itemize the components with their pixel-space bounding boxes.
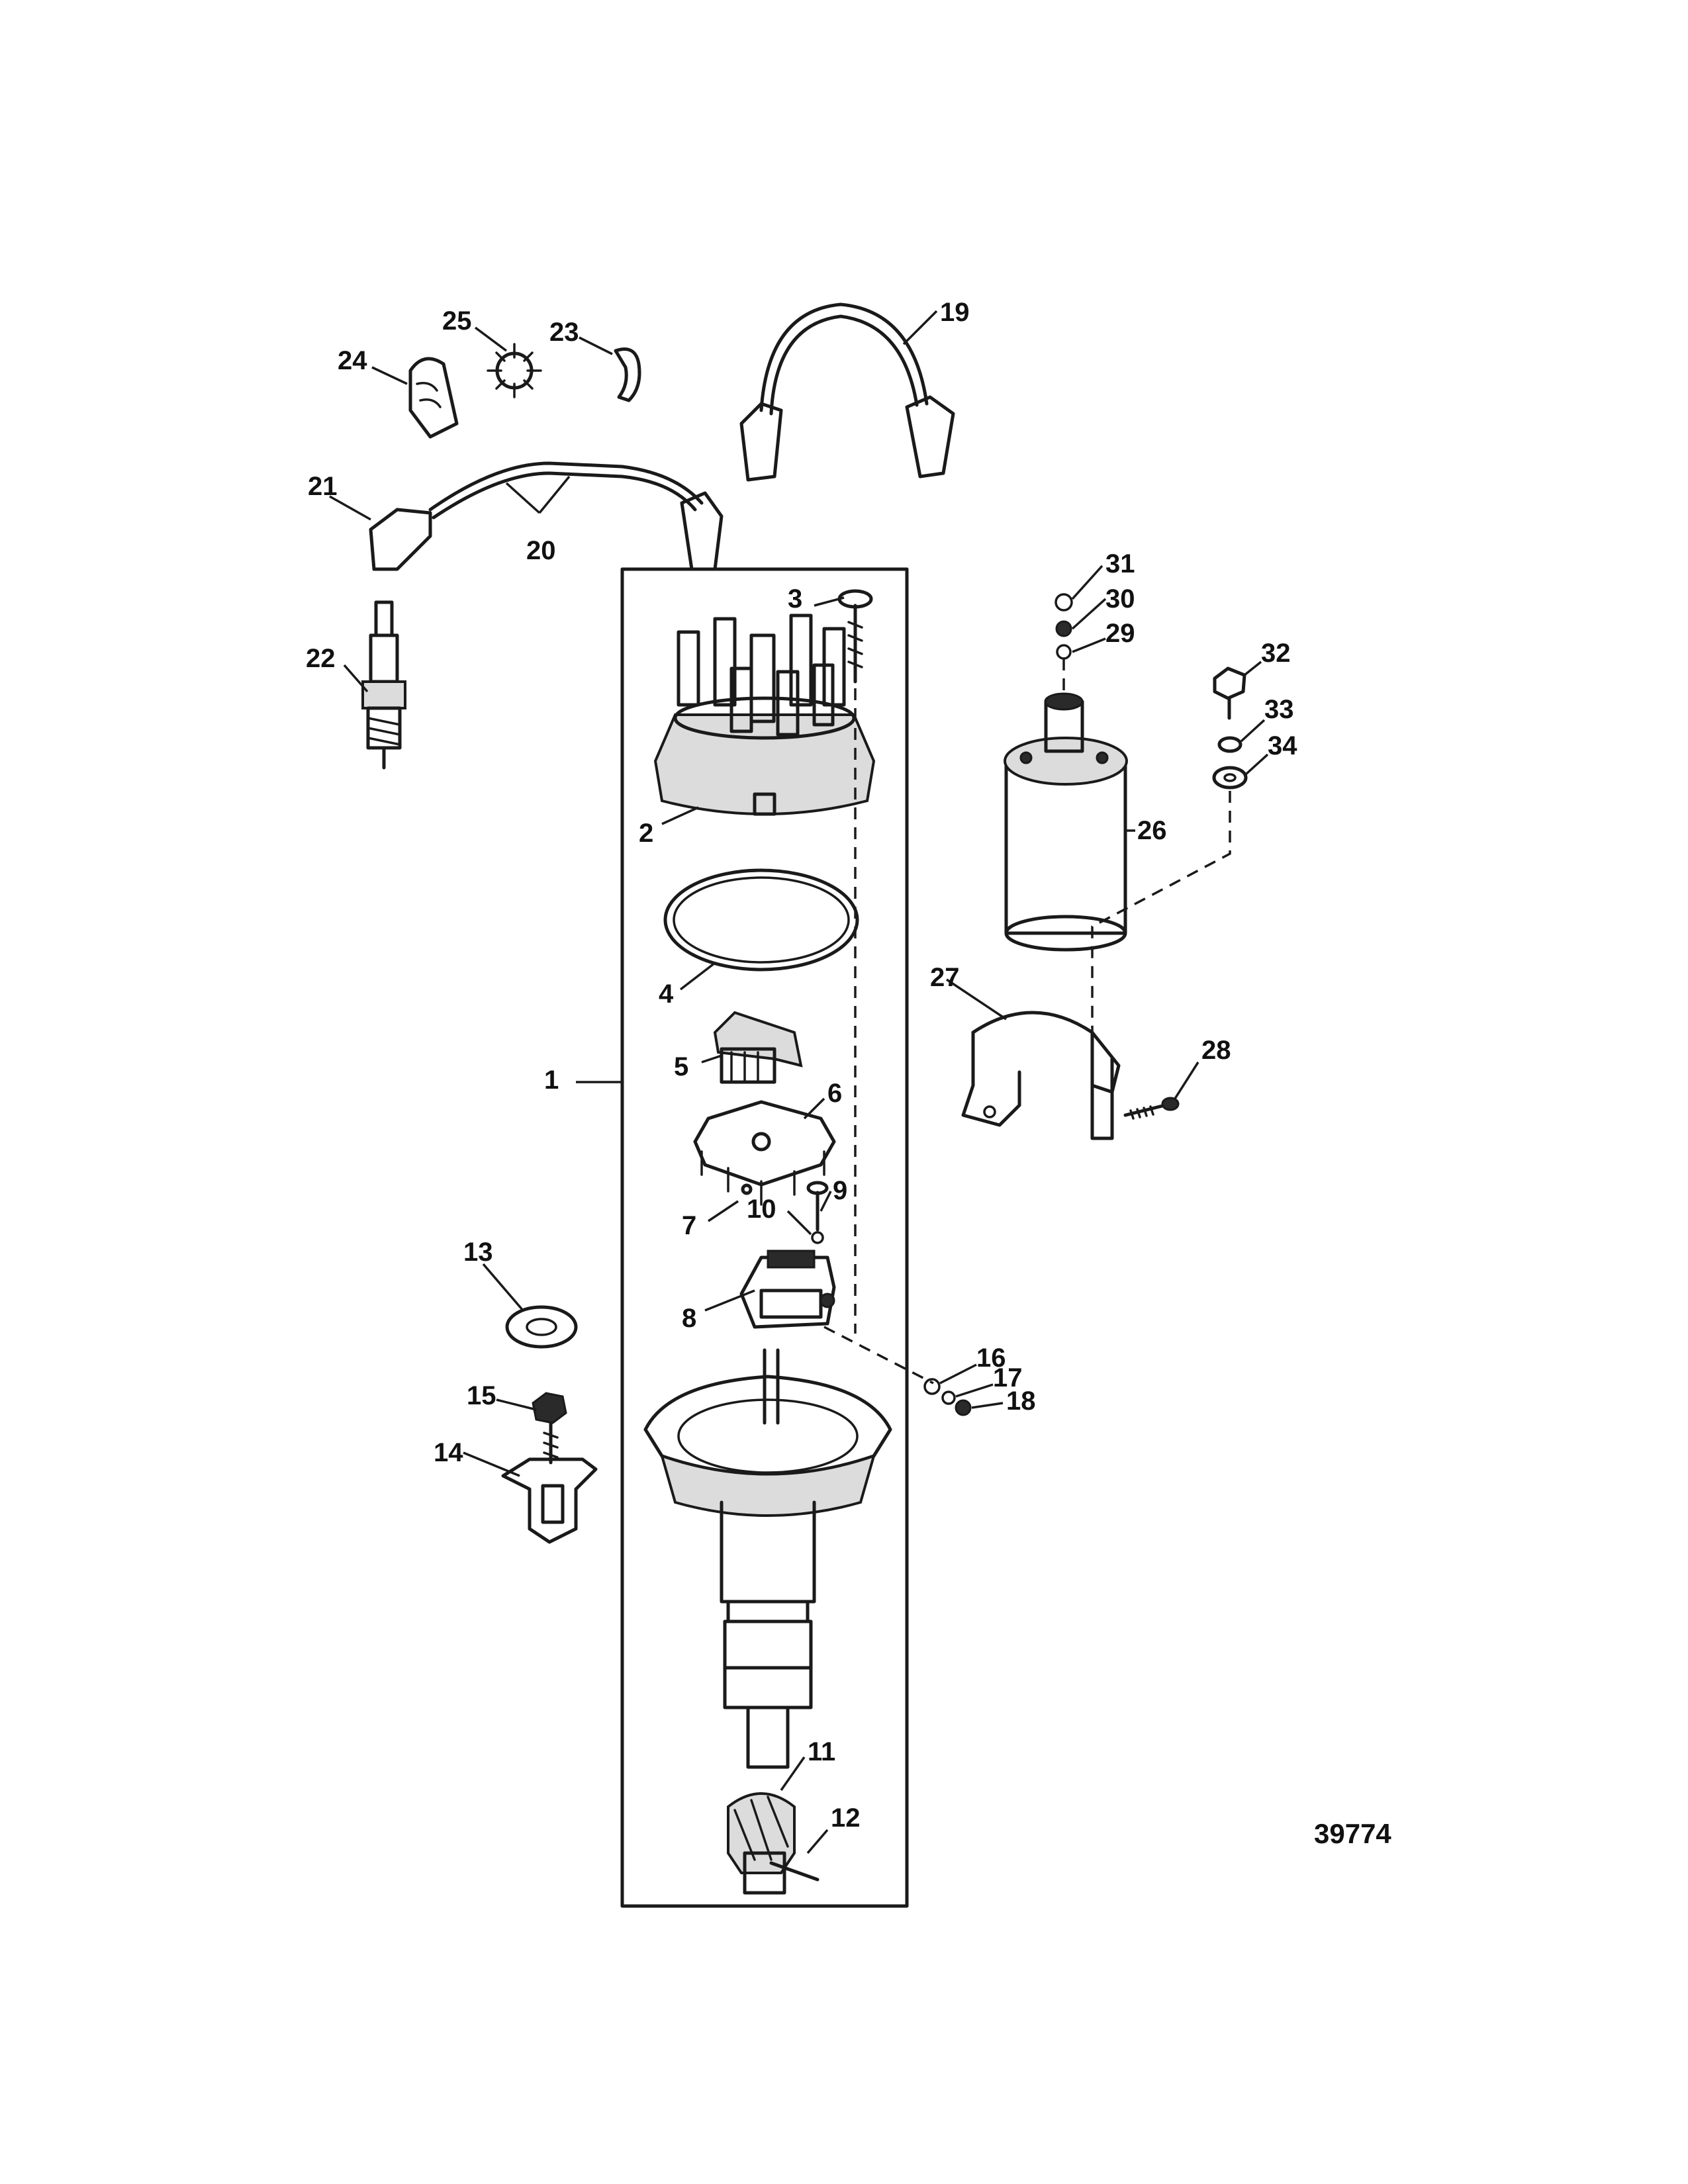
callout-28: 28 bbox=[1201, 1036, 1231, 1065]
coil-bracket bbox=[961, 1011, 1121, 1140]
callout-19: 19 bbox=[940, 298, 970, 327]
callout-34: 34 bbox=[1268, 731, 1297, 760]
washer-16 bbox=[923, 1378, 941, 1395]
washer-17 bbox=[941, 1390, 956, 1405]
wire-clip-23 bbox=[614, 347, 641, 402]
callout-2: 2 bbox=[639, 819, 653, 848]
callout-25: 25 bbox=[442, 306, 472, 336]
coil-wire bbox=[739, 302, 955, 482]
callout-10: 10 bbox=[747, 1195, 776, 1224]
spark-plug bbox=[361, 600, 406, 770]
callout-29: 29 bbox=[1105, 619, 1135, 648]
callout-32: 32 bbox=[1261, 639, 1291, 668]
callout-5: 5 bbox=[674, 1052, 688, 1081]
coil-washer-31 bbox=[1055, 593, 1073, 612]
callout-21: 21 bbox=[308, 472, 338, 501]
callout-24: 24 bbox=[338, 346, 367, 375]
leader-lines bbox=[329, 310, 1269, 1854]
cap-gasket bbox=[663, 868, 859, 972]
distributor-assembly-frame bbox=[620, 567, 909, 1908]
wire-separator-24 bbox=[408, 357, 459, 439]
callout-16: 16 bbox=[976, 1343, 1006, 1373]
callout-7: 7 bbox=[682, 1211, 696, 1240]
callout-6: 6 bbox=[827, 1079, 842, 1108]
callout-31: 31 bbox=[1105, 549, 1135, 578]
reluctor bbox=[693, 1100, 836, 1206]
callout-20: 20 bbox=[526, 536, 556, 565]
bracket-washer bbox=[1212, 766, 1248, 790]
callout-11: 11 bbox=[808, 1737, 835, 1766]
distributor-cap bbox=[653, 614, 876, 816]
callout-22: 22 bbox=[306, 644, 336, 673]
spark-plug-wire bbox=[369, 461, 724, 571]
callout-26: 26 bbox=[1137, 816, 1167, 845]
callout-30: 30 bbox=[1105, 584, 1135, 614]
callout-4: 4 bbox=[659, 979, 674, 1009]
clamp-bolt bbox=[532, 1392, 567, 1465]
bracket-lockwasher bbox=[1217, 736, 1243, 753]
cap-screw bbox=[837, 589, 873, 684]
callout-3: 3 bbox=[788, 584, 802, 614]
callout-9: 9 bbox=[833, 1176, 847, 1205]
callout-13: 13 bbox=[463, 1238, 493, 1267]
nut-18 bbox=[955, 1399, 972, 1416]
coil-washer-29 bbox=[1056, 644, 1072, 660]
callout-17: 17 bbox=[993, 1363, 1023, 1392]
figure-id: 39774 bbox=[1314, 1818, 1391, 1849]
ignition-coil bbox=[1004, 692, 1128, 952]
drive-gear bbox=[727, 1792, 796, 1895]
rotor bbox=[713, 1011, 803, 1084]
bracket-screw bbox=[1123, 1097, 1180, 1120]
gear-pin bbox=[769, 1861, 820, 1882]
hold-down-clamp bbox=[501, 1457, 598, 1544]
callout-15: 15 bbox=[467, 1381, 496, 1410]
distributor-housing bbox=[643, 1348, 892, 1769]
module-washer bbox=[811, 1231, 824, 1244]
callout-12: 12 bbox=[831, 1803, 861, 1833]
roll-pin bbox=[741, 1183, 753, 1195]
callout-1: 1 bbox=[544, 1066, 559, 1095]
pickup-module bbox=[739, 1250, 836, 1329]
callout-27: 27 bbox=[930, 963, 960, 992]
callout-8: 8 bbox=[682, 1304, 696, 1333]
callout-18: 18 bbox=[1006, 1387, 1036, 1416]
wire-retainer-25 bbox=[487, 343, 542, 398]
callout-23: 23 bbox=[549, 318, 579, 347]
bracket-bolt bbox=[1213, 666, 1246, 720]
coil-nut-30 bbox=[1055, 620, 1072, 637]
module-screw bbox=[806, 1181, 829, 1232]
callout-14: 14 bbox=[434, 1438, 463, 1467]
callout-33: 33 bbox=[1264, 695, 1294, 724]
clamp-washer bbox=[505, 1305, 578, 1349]
